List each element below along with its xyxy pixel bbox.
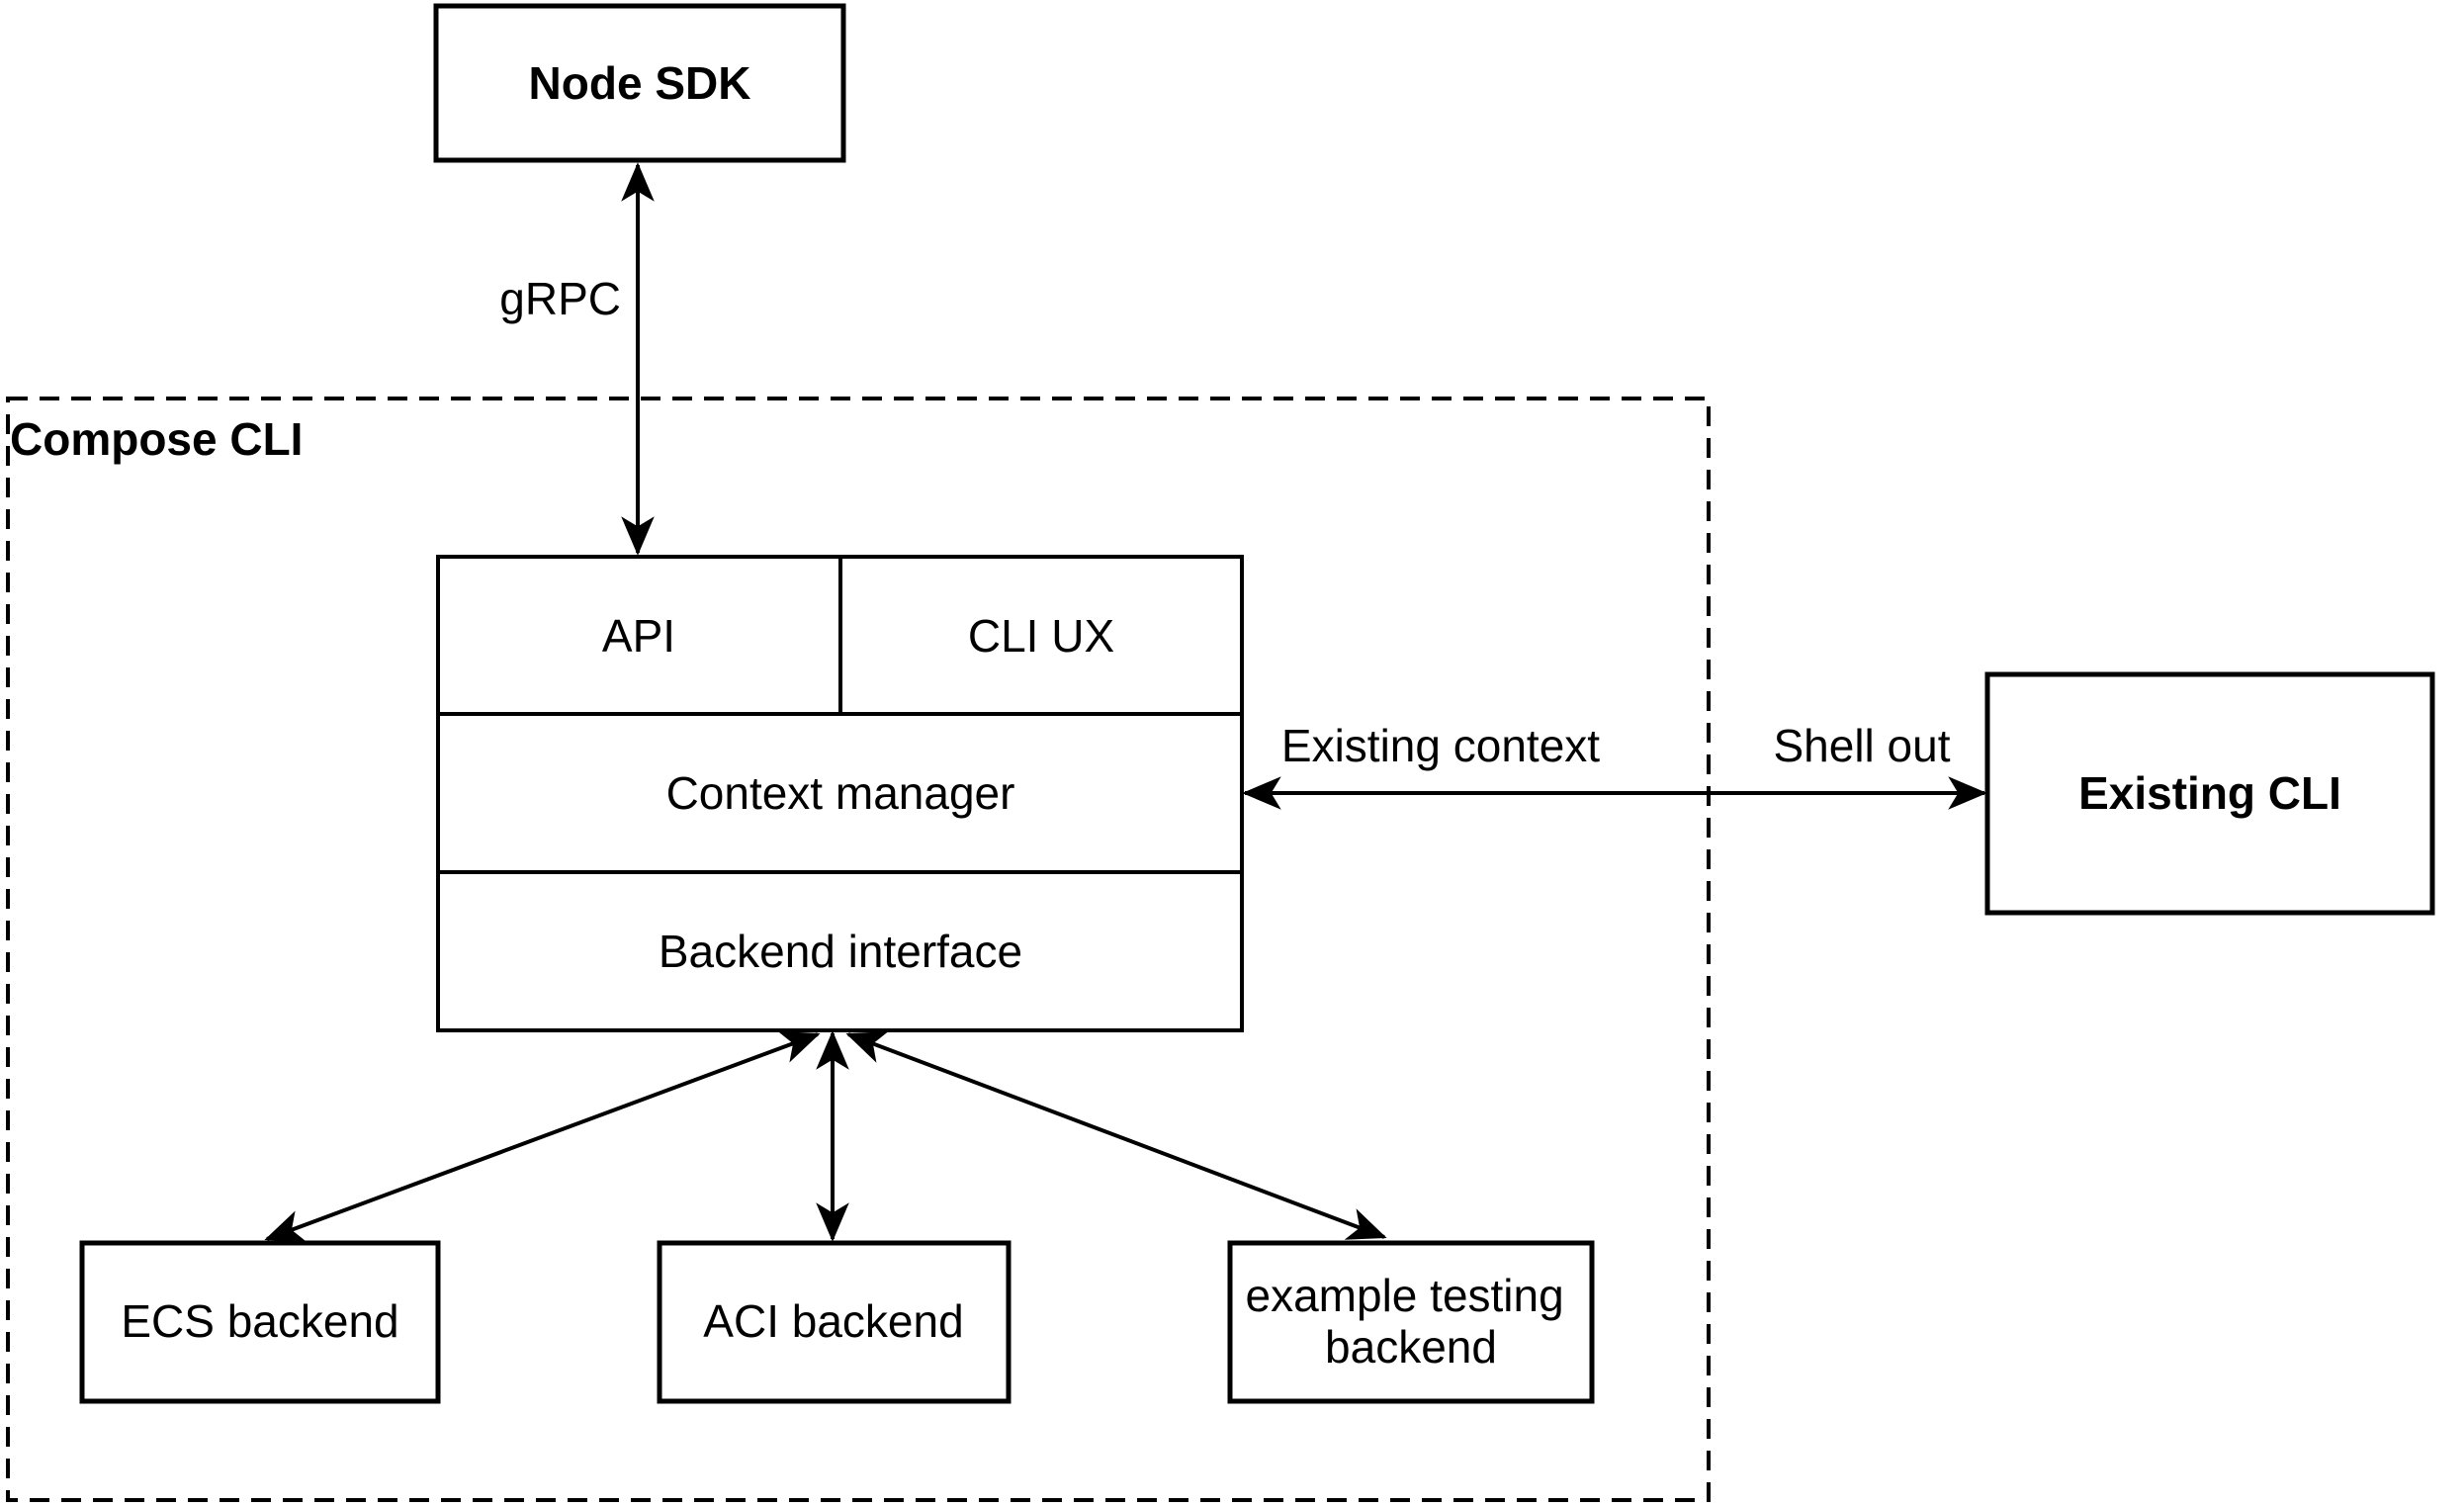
existing-context-label: Existing context — [1281, 720, 1600, 771]
compose-cli-container — [6, 397, 1711, 1502]
ecs-backend-label: ECS backend — [121, 1295, 398, 1347]
existing-cli-label: Existing CLI — [2078, 767, 2341, 819]
node-sdk-label: Node SDK — [529, 57, 751, 109]
grpc-label: gRPC — [499, 273, 621, 324]
node-sdk-box — [433, 3, 846, 163]
aci-backend-box — [657, 1240, 1012, 1404]
compose-cli-label: Compose CLI — [10, 413, 303, 465]
shell-out-label: Shell out — [1773, 720, 1950, 771]
existing-cli-box — [1984, 671, 2435, 916]
backend-edges — [264, 1030, 1387, 1242]
example-backend-arrow — [845, 1031, 1387, 1240]
aci-backend-label: ACI backend — [703, 1295, 963, 1347]
api-label: API — [602, 610, 675, 662]
grpc-edge: gRPC — [499, 162, 655, 556]
existing-cli-edge: Existing context Shell out — [1242, 720, 1987, 810]
example-testing-backend-label-line2: backend — [1325, 1321, 1497, 1373]
ecs-backend-box — [79, 1240, 441, 1404]
ecs-backend-arrow — [264, 1031, 821, 1242]
compose-cli-core-box: API CLI UX Context manager Backend inter… — [436, 555, 1244, 1032]
example-testing-backend-label: example testing backend — [1246, 1270, 1577, 1373]
context-manager-label: Context manager — [666, 767, 1015, 819]
example-testing-backend-box — [1227, 1240, 1595, 1404]
backend-interface-label: Backend interface — [659, 926, 1022, 977]
example-testing-backend-label-line1: example testing — [1246, 1270, 1564, 1321]
cli-ux-label: CLI UX — [968, 610, 1114, 662]
